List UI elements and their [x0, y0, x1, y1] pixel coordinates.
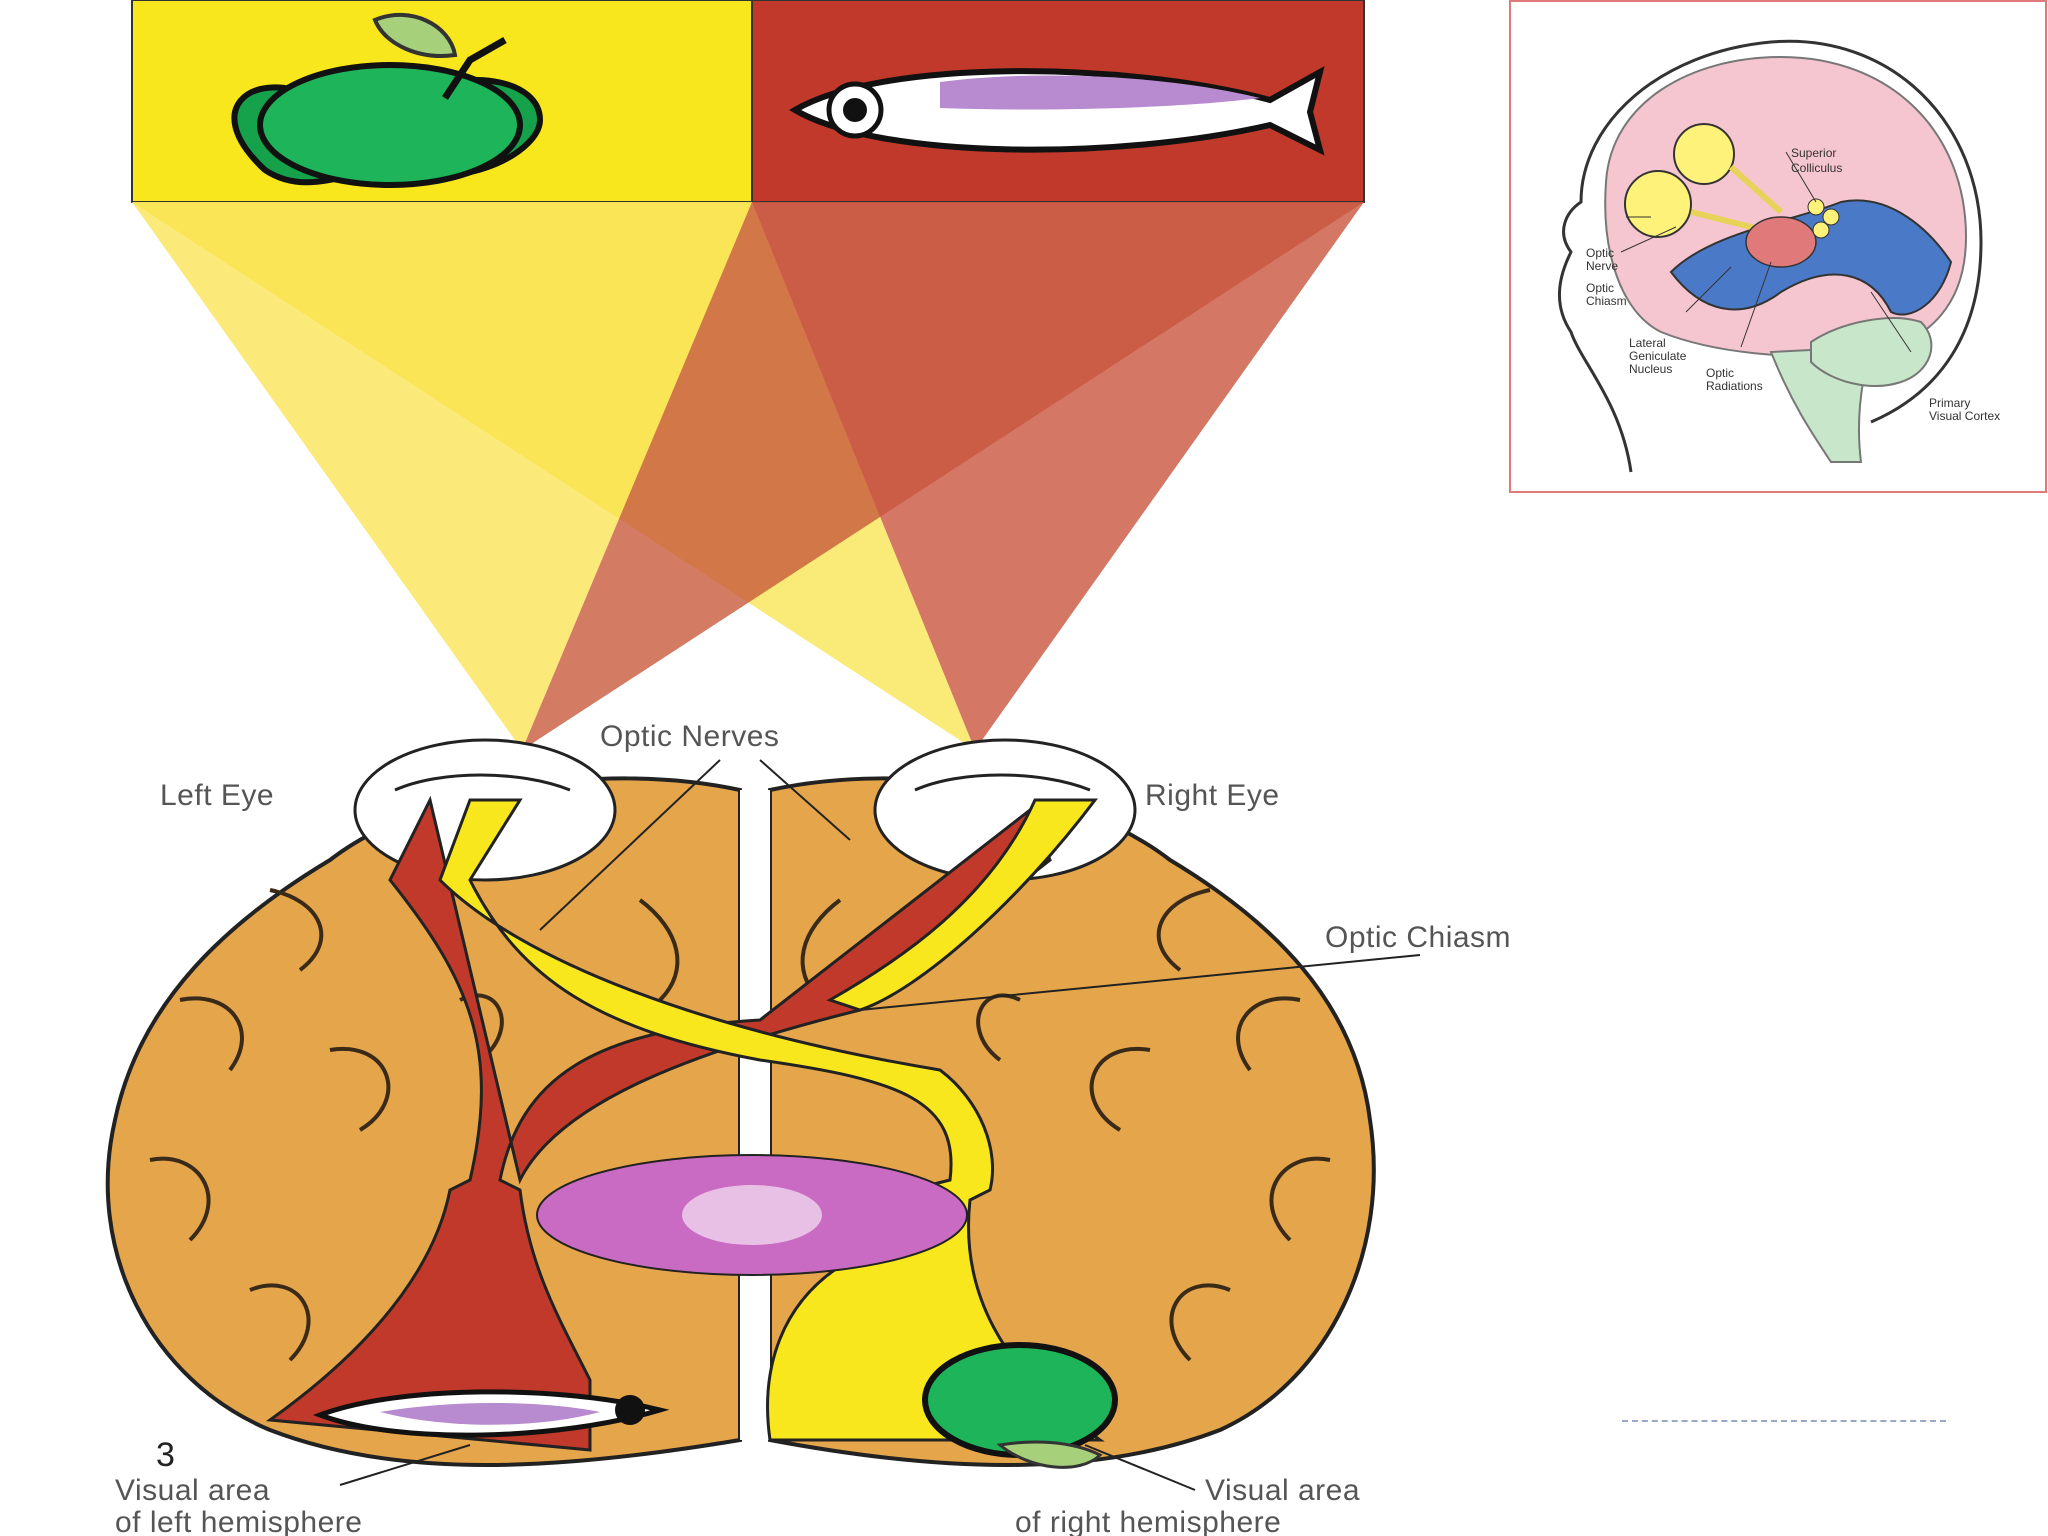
inset-label-superior-1: Superior: [1791, 146, 1836, 160]
right-field-cone-to-right-eye: [752, 202, 1364, 750]
inset-label-lgn-3: Nucleus: [1629, 362, 1672, 376]
inset-label-optic-chiasm-2: Chiasm: [1586, 294, 1627, 308]
label-optic-nerves: Optic Nerves: [600, 720, 779, 753]
label-visual-area-left-line2: of left hemisphere: [115, 1506, 362, 1536]
inset-eye-1: [1673, 123, 1735, 185]
label-visual-area-right-line2: of right hemisphere: [1015, 1506, 1281, 1536]
inset-label-optic-radiations-1: Optic: [1706, 366, 1734, 380]
inset-label-optic-chiasm-1: Optic: [1586, 281, 1614, 295]
inset-label-optic-nerve-1: Optic: [1586, 246, 1614, 260]
head-outline: [1557, 39, 1983, 473]
footer-divider: [1622, 1420, 1946, 1422]
inset-brain-diagram: Superior Colliculus Optic Nerve Optic Ch…: [1509, 0, 2047, 493]
apple-icon: [231, 13, 544, 188]
yellow-pathway: [438, 798, 1105, 1442]
apple-in-right-visual-area-icon: [922, 1342, 1118, 1469]
lateral-geniculate: [1745, 216, 1817, 268]
cerebellum: [1810, 317, 1933, 387]
label-visual-area-left-line1: Visual area: [115, 1474, 270, 1507]
leader-lines: [339, 759, 1421, 1491]
inset-label-primary-visual-2: Visual Cortex: [1929, 409, 2000, 423]
inset-label-superior-2: Colliculus: [1791, 161, 1842, 175]
label-visual-area-right-line1: Visual area: [1205, 1474, 1360, 1507]
label-right-eye: Right Eye: [1145, 779, 1280, 812]
slide-page-number: 3: [156, 1436, 175, 1474]
inset-eye-2: [1624, 170, 1692, 238]
longitudinal-fissure: [740, 790, 770, 1440]
inset-label-optic-nerve-2: Nerve: [1586, 259, 1618, 273]
fish-icon: [789, 65, 1325, 156]
optic-radiations-band: [1669, 199, 1953, 316]
fish-in-left-visual-area-icon: [312, 1389, 670, 1438]
inset-label-lgn-2: Geniculate: [1629, 349, 1687, 363]
visual-pathway-diagram: Optic Nerves Left Eye Right Eye Optic Ch…: [105, 0, 1511, 1536]
inset-label-primary-visual-1: Primary: [1929, 396, 1970, 410]
inset-label-lgn-1: Lateral: [1629, 336, 1666, 350]
label-left-eye: Left Eye: [160, 779, 274, 812]
inset-label-optic-radiations-2: Radiations: [1706, 379, 1763, 393]
label-optic-chiasm: Optic Chiasm: [1325, 921, 1511, 954]
